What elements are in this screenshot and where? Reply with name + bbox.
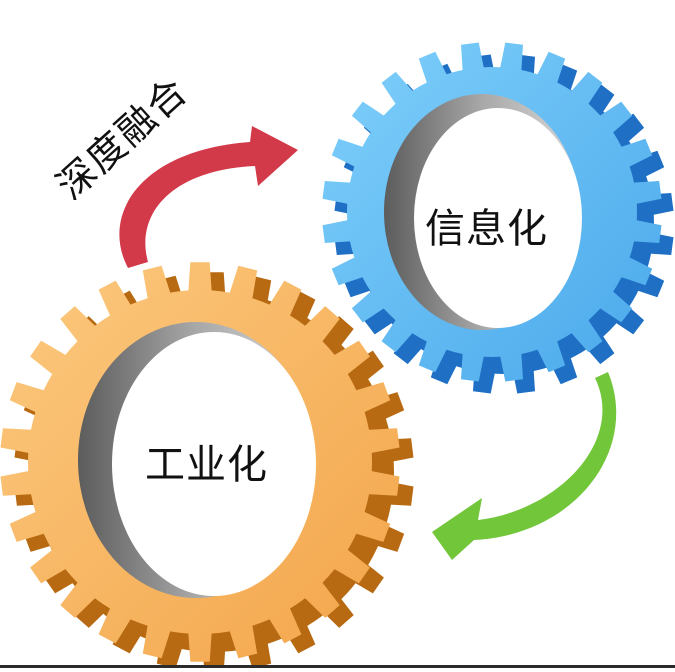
red-curved-arrow-icon [119, 126, 298, 268]
informatization-label: 信息化 [425, 206, 548, 252]
informatization-gear [322, 42, 674, 394]
green-curved-arrow-icon [432, 372, 617, 560]
industrialization-gear [0, 262, 414, 672]
industrialization-label: 工业化 [145, 442, 268, 488]
bottom-border [0, 665, 675, 668]
